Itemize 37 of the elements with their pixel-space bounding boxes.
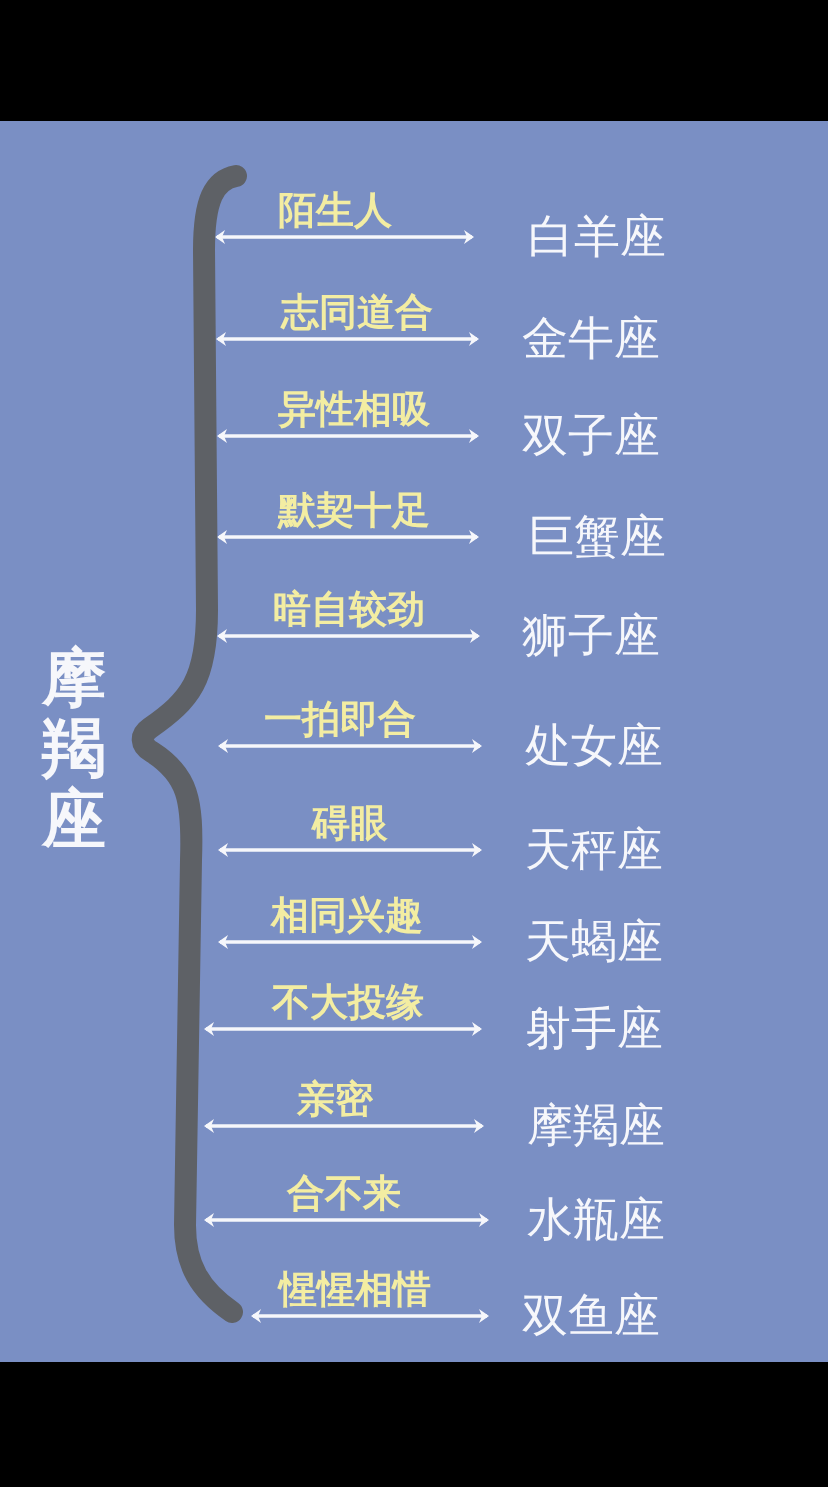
double-arrow [217,530,479,544]
double-arrow [216,332,479,346]
constellation-name: 巨蟹座 [528,510,666,563]
edge-label: 异性相吸 [278,388,430,432]
edge-label: 陌生人 [278,189,392,233]
constellation-name: 白羊座 [528,210,666,263]
constellation-name: 天秤座 [525,823,663,876]
constellation-name: 射手座 [525,1002,663,1055]
edge-label: 默契十足 [278,489,430,533]
double-arrow [204,1119,484,1133]
double-arrow [251,1309,489,1323]
constellation-name: 天蝎座 [525,915,663,968]
group-label: 摩羯座 [42,643,106,855]
edge-label: 志同道合 [281,291,433,335]
double-arrow [217,429,479,443]
edge-label: 合不来 [287,1172,401,1216]
edge-label: 不大投缘 [272,981,424,1025]
double-arrow [204,1022,482,1036]
constellation-name: 摩羯座 [527,1099,665,1152]
edge-label: 一拍即合 [264,698,416,742]
double-arrow [204,1213,489,1227]
constellation-name: 狮子座 [522,609,660,662]
double-arrow [217,629,480,643]
constellation-name: 双子座 [522,409,660,462]
constellation-name: 金牛座 [522,312,660,365]
edge-label: 亲密 [297,1078,373,1122]
double-arrow [218,843,482,857]
double-arrow [218,739,482,753]
double-arrow [218,935,482,949]
constellation-name: 水瓶座 [527,1193,665,1246]
edge-label: 碍眼 [312,802,388,846]
constellation-name: 双鱼座 [522,1289,660,1342]
edge-label: 暗自较劲 [273,588,425,632]
constellation-name: 处女座 [525,719,663,772]
edge-label: 相同兴趣 [271,894,423,938]
double-arrow [215,230,474,244]
edge-label: 惺惺相惜 [279,1268,431,1312]
